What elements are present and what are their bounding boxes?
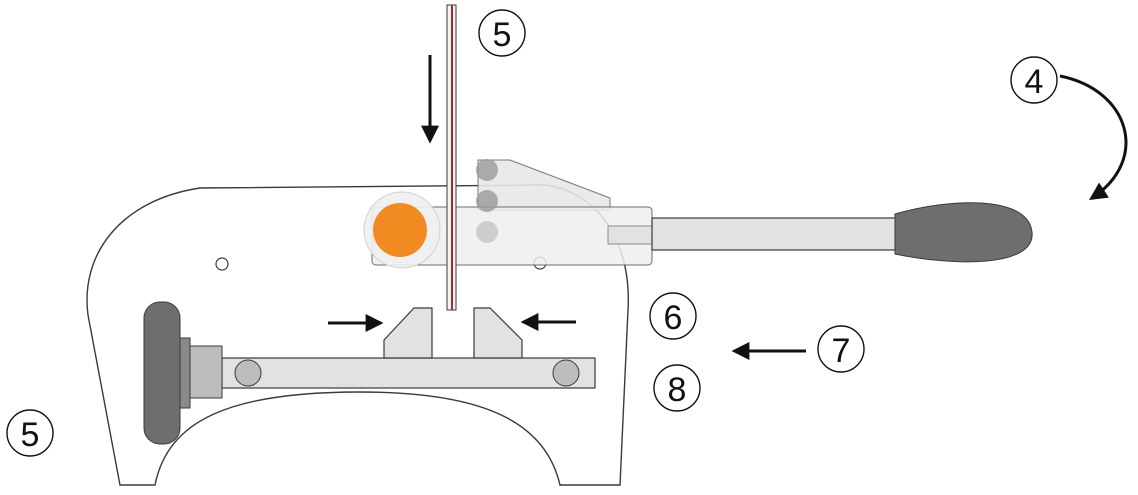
rotation-arrow [1059, 74, 1128, 200]
handle-grip[interactable] [894, 202, 1033, 263]
guide-dot-2 [476, 190, 498, 212]
clamp-roller-right [552, 359, 580, 387]
callout-rotate-handle-label: 4 [1025, 63, 1044, 101]
callout-top-blade: 5 [478, 9, 526, 57]
clamp-bar [221, 357, 596, 389]
arm-connector [607, 225, 653, 245]
callout-push-direction: 7 [817, 325, 865, 373]
callout-clamp-screw-label: 8 [668, 371, 687, 409]
jaw-right [473, 307, 523, 359]
callout-jaws: 6 [649, 292, 697, 340]
guide-dot-1 [476, 159, 498, 181]
body-hole-left [215, 257, 229, 271]
guide-dot-3 [476, 221, 498, 243]
callout-rotate-handle: 4 [1010, 56, 1058, 104]
handle-shaft [651, 217, 899, 251]
clamp-roller-left [234, 359, 262, 387]
callout-top-blade-label: 5 [493, 16, 512, 54]
callout-base-label: 5 [21, 416, 40, 454]
clamp-knob[interactable] [143, 301, 181, 445]
callout-push-direction-label: 7 [832, 332, 851, 370]
pivot-pin [373, 203, 427, 257]
screw-collar-outer [187, 345, 223, 399]
callout-jaws-label: 6 [664, 299, 683, 337]
callout-clamp-screw: 8 [653, 364, 701, 412]
jaw-left [383, 307, 433, 359]
callout-base: 5 [6, 409, 54, 457]
